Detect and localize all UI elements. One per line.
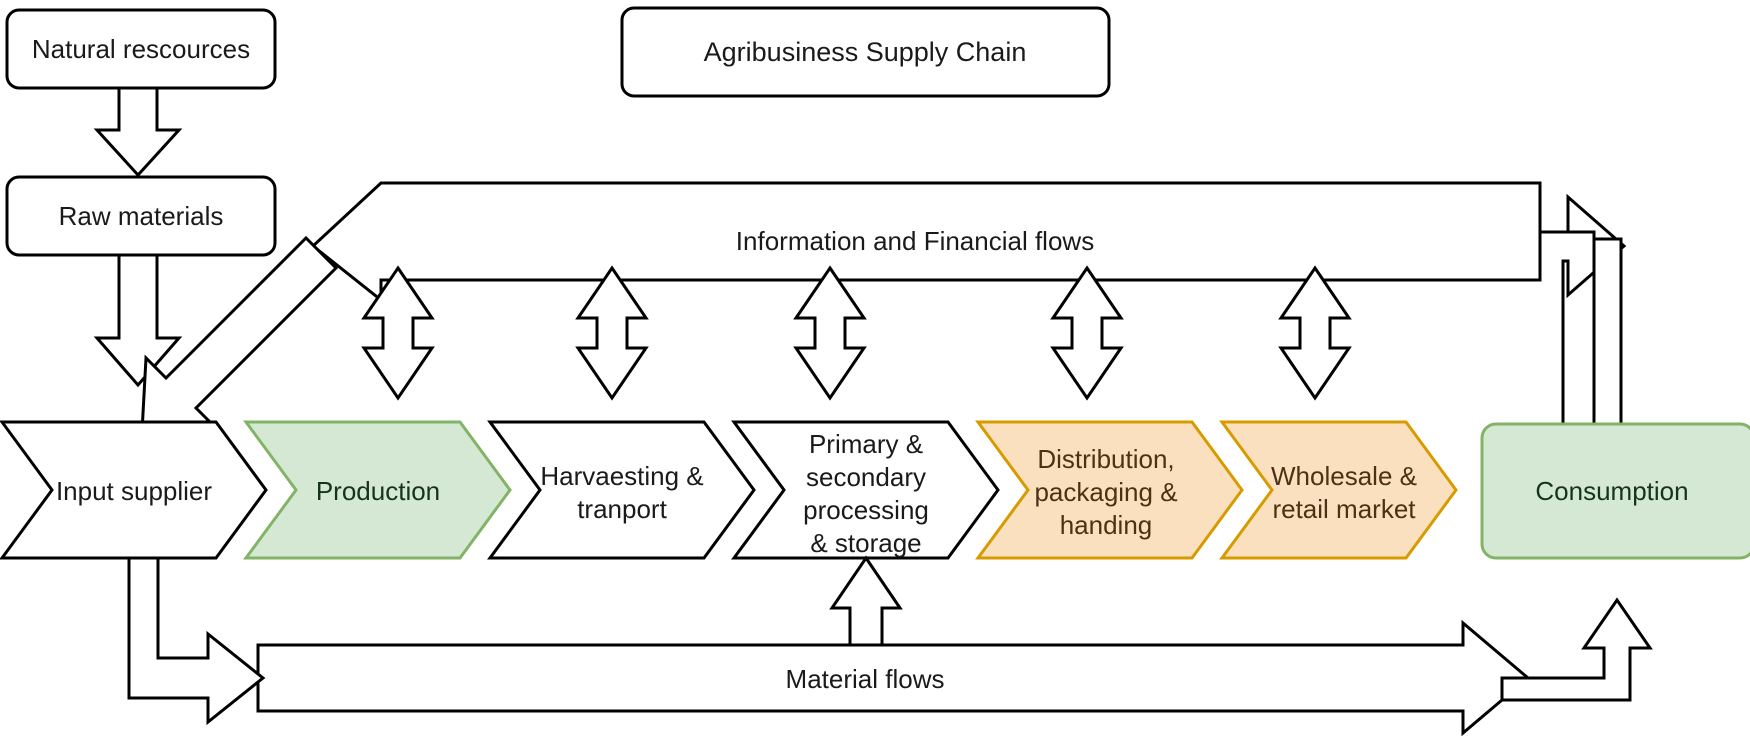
arrow-bidirectional-harvaesting-icon [575,265,649,401]
stage-wholesale-retail-market[interactable]: Wholesale & retail market [1219,420,1458,560]
stage-primary-secondary-processing-storage[interactable]: Primary & secondary processing & storage [731,420,1000,560]
stage-harvaesting-tranport-label-line1: Harvaesting & [540,461,703,491]
arrow-bidirectional-wholesale-icon [1278,265,1352,401]
stage-distribution-packaging-handing[interactable]: Distribution, packaging & handing [975,420,1244,560]
stage-wholesale-label-line1: Wholesale & [1271,461,1417,491]
stage-processing-label-line4: & storage [810,528,921,558]
arrow-bidirectional-production-icon [361,265,435,401]
box-natural-rescources: Natural rescources [5,8,277,90]
stage-consumption-label: Consumption [1535,476,1688,506]
arrow-natural-to-raw-icon [93,86,183,178]
stage-distribution-label-line3: handing [1060,510,1153,540]
page-title: Agribusiness Supply Chain [704,37,1027,67]
arrow-info-return-diagonal-icon [140,235,339,434]
stage-distribution-label-line2: packaging & [1034,477,1177,507]
arrow-input-supplier-to-material-icon [127,556,266,726]
band-material-flows: Material flows [256,619,1531,737]
stage-input-supplier[interactable]: Input supplier [0,420,268,560]
arrow-bidirectional-processing-icon [793,265,867,401]
stage-consumption[interactable]: Consumption [1480,422,1750,560]
stage-processing-label-line1: Primary & [809,429,923,459]
stage-processing-label-line2: secondary [806,462,926,492]
band-information-financial-flows-label: Information and Financial flows [736,226,1094,256]
stage-input-supplier-label: Input supplier [56,476,212,506]
stage-production-label: Production [316,476,440,506]
box-raw-materials-label: Raw materials [59,201,224,231]
stage-wholesale-label-line2: retail market [1272,494,1416,524]
band-information-financial-flows: Information and Financial flows [310,181,1542,304]
stage-processing-label-line3: processing [803,495,929,525]
arrow-consumption-riser-icon [1592,237,1623,426]
arrow-raw-to-input-supplier-icon [93,253,183,388]
band-material-flows-label: Material flows [786,664,945,694]
box-natural-rescources-label: Natural rescources [32,34,250,64]
stage-harvaesting-tranport[interactable]: Harvaesting & tranport [487,420,756,560]
box-raw-materials: Raw materials [5,175,277,257]
arrow-material-to-consumption-icon [1500,597,1653,702]
stage-harvaesting-tranport-label-line2: tranport [577,494,667,524]
arrow-material-to-processing-icon [829,555,903,647]
title-box: Agribusiness Supply Chain [620,6,1111,98]
stage-distribution-label-line1: Distribution, [1037,444,1174,474]
arrow-bidirectional-distribution-icon [1050,265,1124,401]
stage-production[interactable]: Production [243,420,512,560]
